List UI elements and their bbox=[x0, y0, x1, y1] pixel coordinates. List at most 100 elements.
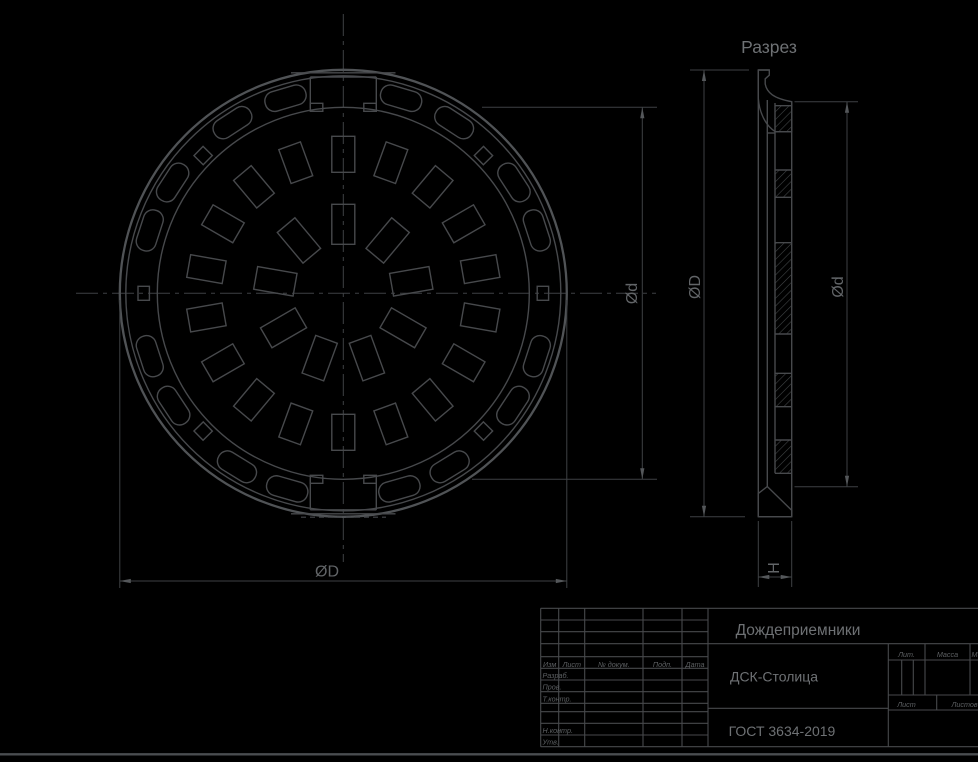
outer-ring-slot bbox=[411, 377, 455, 422]
inner-ring-slot bbox=[301, 334, 339, 382]
rim-oval-slot bbox=[377, 475, 421, 503]
outer-ring-slot bbox=[331, 135, 356, 174]
outer-ring-slot bbox=[459, 253, 501, 285]
grate-boundary-circle bbox=[156, 106, 530, 480]
section-view-title: Разрез bbox=[741, 37, 797, 57]
section-inner-diameter-label: Ød bbox=[830, 276, 847, 297]
section-rib-hatch bbox=[775, 170, 792, 198]
dimension-arrow bbox=[701, 70, 707, 81]
rim-oval-slot bbox=[434, 105, 475, 140]
dimension-arrow bbox=[780, 574, 792, 580]
outer-ring-slot bbox=[185, 253, 227, 285]
outer-ring-slot bbox=[441, 203, 486, 244]
rim-oval-slot bbox=[135, 209, 164, 252]
title-block bbox=[0, 607, 978, 756]
inner-ring-slot bbox=[259, 306, 308, 349]
rim-oval-slot bbox=[497, 162, 531, 203]
outer-ring-slot bbox=[277, 140, 314, 185]
outer-ring-slot bbox=[441, 342, 486, 383]
row-label-prov: Пров. bbox=[543, 683, 562, 692]
section-outer-diameter-label: ØD bbox=[687, 275, 704, 299]
plan-dimensions bbox=[119, 106, 657, 588]
outer-ring-slot bbox=[232, 377, 276, 422]
rim-oval-slot bbox=[155, 162, 190, 203]
left-side-lug bbox=[137, 285, 151, 301]
dimension-arrow bbox=[701, 505, 707, 517]
dimension-arrow bbox=[119, 578, 131, 584]
col-header-data: Дата bbox=[685, 660, 705, 669]
rim-oval-slot bbox=[379, 84, 423, 113]
section-view bbox=[757, 69, 793, 518]
bottom-pocket-step bbox=[309, 474, 324, 484]
section-rib-hatch bbox=[775, 105, 792, 132]
dimension-arrow bbox=[555, 578, 567, 584]
rim-oval-slot bbox=[212, 105, 253, 140]
rim-oval-slot bbox=[429, 450, 470, 484]
section-rib-hatch bbox=[775, 242, 792, 334]
dimension-arrow bbox=[844, 101, 850, 113]
rim-oval-slot bbox=[522, 334, 552, 378]
rim-corner-notch bbox=[473, 420, 494, 442]
top-pocket-step bbox=[309, 102, 324, 113]
titleblock-standard: ГОСТ 3634-2019 bbox=[729, 723, 836, 739]
header-masshtab: Масштаб bbox=[972, 650, 978, 659]
text-layer: Разрез ØD Ød ØD Ød H Дождеприемники ДСК-… bbox=[315, 37, 978, 747]
rim-oval-slot bbox=[265, 475, 309, 503]
section-rib-hatch bbox=[775, 440, 792, 474]
inner-ring-slot bbox=[348, 334, 386, 382]
rim-oval-slot bbox=[156, 385, 191, 426]
rim-oval-slot bbox=[264, 84, 307, 113]
section-height-label: H bbox=[766, 562, 783, 574]
titleblock-product-title: Дождеприемники bbox=[736, 622, 861, 639]
outer-rim-inner-circle bbox=[125, 75, 562, 512]
inner-ring-slot bbox=[331, 203, 356, 246]
col-header-list: Лист bbox=[561, 660, 581, 669]
row-label-utv: Утв. bbox=[542, 738, 559, 747]
dimension-arrow bbox=[640, 468, 645, 480]
col-header-podp: Подп. bbox=[653, 660, 672, 669]
plan-outer-diameter-label: ØD bbox=[315, 564, 339, 581]
outer-ring-slot bbox=[277, 402, 314, 446]
rim-corner-notch bbox=[192, 145, 214, 166]
outer-ring-slot bbox=[185, 302, 227, 333]
rim-corner-notch bbox=[473, 145, 494, 166]
dimension-arrow bbox=[844, 475, 850, 487]
col-header-docum: № докум. bbox=[598, 660, 630, 669]
rim-oval-slot bbox=[522, 209, 552, 252]
section-top-flange bbox=[757, 69, 793, 133]
inner-ring-slot bbox=[276, 216, 322, 265]
dimension-arrow bbox=[640, 107, 645, 119]
outer-ring-slot bbox=[232, 164, 276, 209]
outer-ring-slot bbox=[200, 203, 246, 244]
label-list: Лист bbox=[896, 700, 916, 709]
outer-ring-slot bbox=[331, 413, 356, 451]
section-bottom-flange bbox=[757, 485, 793, 518]
row-label-razrab: Разраб. bbox=[543, 671, 569, 680]
outer-ring-slot bbox=[459, 302, 501, 333]
outer-ring-slot bbox=[372, 402, 409, 446]
outer-ring-slot bbox=[200, 342, 246, 383]
rim-oval-slot bbox=[135, 334, 164, 378]
rim-corner-notch bbox=[192, 420, 214, 442]
inner-ring-slot bbox=[252, 265, 298, 297]
section-rib-hatch bbox=[775, 373, 792, 407]
plan-view bbox=[76, 14, 656, 562]
inner-ring-slot bbox=[379, 306, 428, 349]
rim-oval-slot bbox=[216, 450, 258, 484]
outer-ring-slot bbox=[411, 164, 455, 209]
col-header-izm: Изм bbox=[543, 660, 556, 669]
titleblock-company: ДСК-Столица bbox=[730, 669, 818, 685]
outer-ring-slot bbox=[372, 140, 409, 185]
label-listov: Листов bbox=[951, 700, 978, 709]
section-dimensions bbox=[690, 69, 858, 587]
inner-ring-slot bbox=[388, 265, 434, 297]
plan-inner-diameter-label: Ød bbox=[624, 283, 641, 304]
row-label-tkontr: Т.контр. bbox=[543, 694, 572, 703]
header-lit: Лит. bbox=[897, 650, 915, 659]
dimension-arrow bbox=[758, 574, 770, 580]
inner-ring-slot bbox=[365, 216, 411, 265]
outer-rim-circle bbox=[118, 68, 568, 518]
header-massa: Масса bbox=[937, 650, 958, 659]
row-label-nkontr: Н.контр. bbox=[543, 726, 573, 735]
